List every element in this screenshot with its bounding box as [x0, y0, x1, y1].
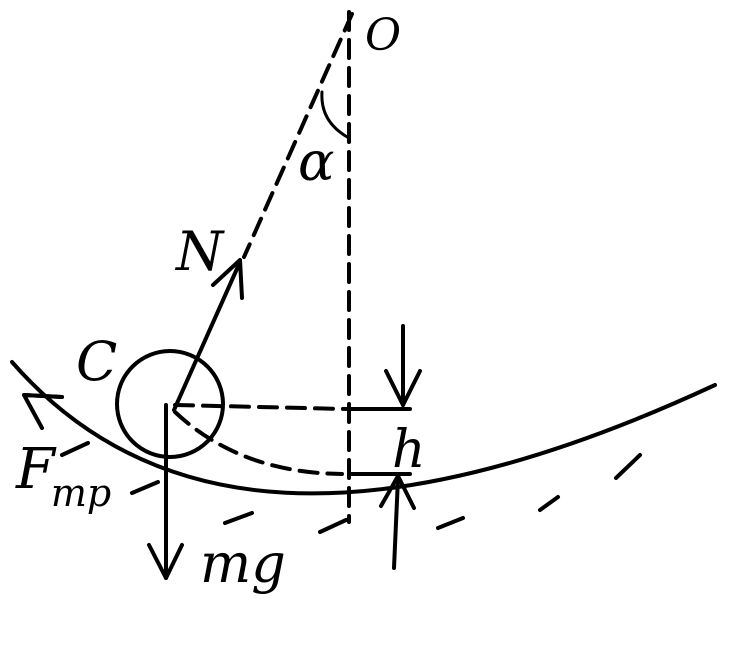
label-center-c: C [76, 330, 117, 393]
height-arrow-up [379, 474, 416, 570]
friction-arrow [22, 393, 64, 430]
horizontal-dashed-line [173, 403, 348, 411]
normal-force-arrow [172, 258, 244, 412]
height-arrow-down [384, 324, 422, 407]
label-angle-alpha: α [298, 130, 334, 193]
lower-dashed-curve [173, 410, 344, 476]
label-friction: Fmp [15, 437, 111, 515]
label-height-h: h [392, 420, 426, 480]
angle-arc [320, 90, 351, 140]
label-gravity-mg: mg [200, 532, 286, 595]
label-friction-sub: mp [51, 471, 111, 515]
gravity-arrow [147, 403, 184, 580]
radius-dashed-line [242, 12, 354, 259]
track-curve [10, 360, 717, 496]
ball-circle [115, 349, 225, 459]
label-normal-n: N [174, 220, 225, 283]
label-pivot-o: O [365, 10, 401, 61]
label-friction-main: F [15, 437, 57, 502]
track-hatching [60, 441, 642, 534]
